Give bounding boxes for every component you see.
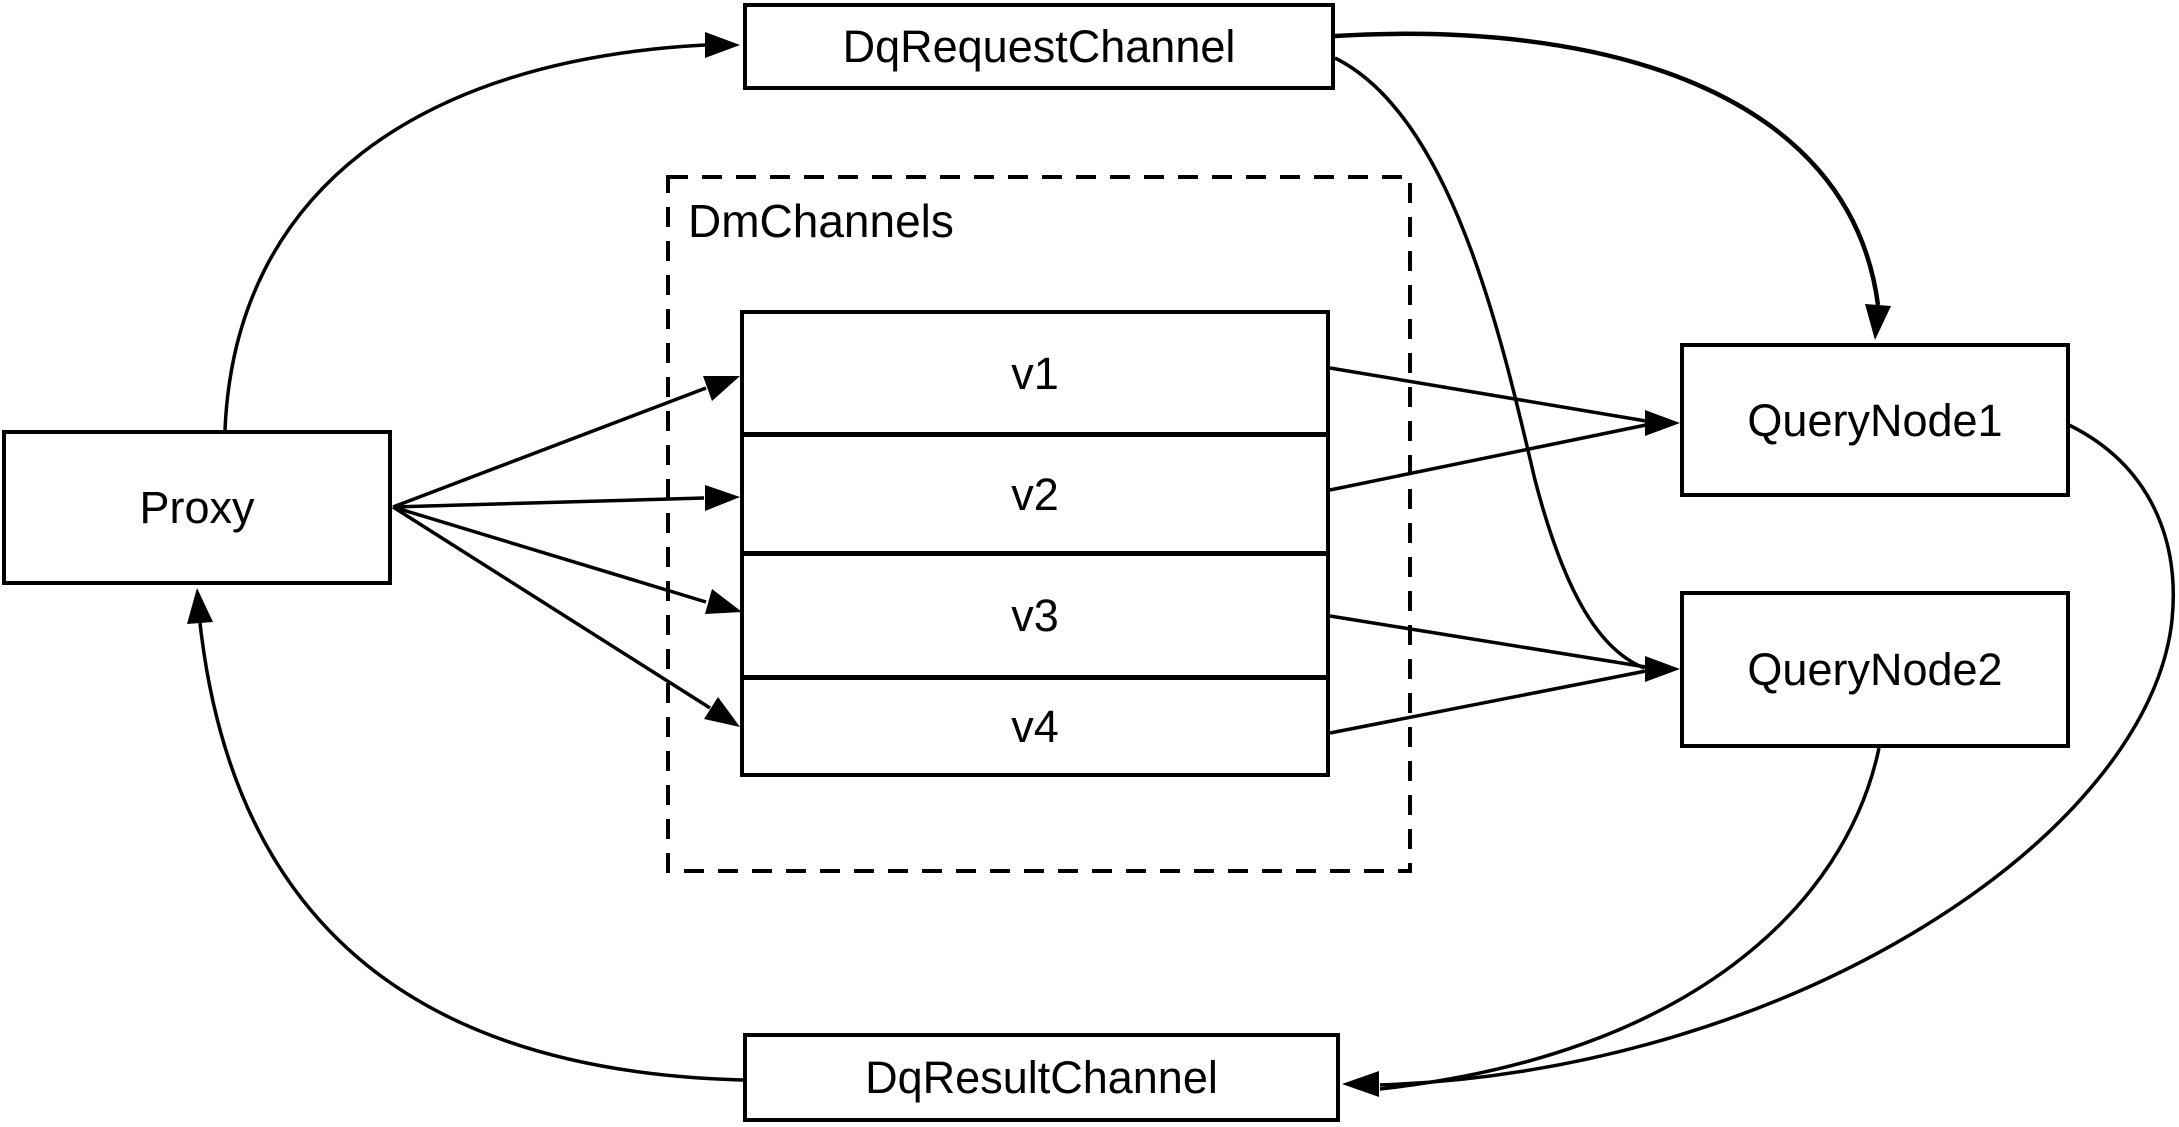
node-dq-result-channel-label: DqResultChannel (865, 1052, 1218, 1103)
edge-proxy-to-v3 (392, 505, 707, 604)
edge-v3-to-querynode2 (1329, 614, 1647, 669)
node-proxy: Proxy (2, 430, 392, 585)
arrowhead-proxy-bottom (187, 588, 213, 624)
arrowhead-querynode2-left (1645, 656, 1680, 682)
edge-proxy-to-dqrequestchannel (223, 43, 706, 431)
node-dq-request-channel: DqRequestChannel (743, 3, 1335, 90)
node-dq-result-channel: DqResultChannel (743, 1033, 1340, 1122)
edge-proxy-to-v2 (392, 496, 705, 509)
dm-channels-group-label: DmChannels (688, 195, 954, 247)
edge-dqrequestchannel-to-querynode1 (1334, 31, 1881, 306)
node-query-node-1: QueryNode1 (1680, 343, 2070, 497)
channel-row-v3: v3 (744, 551, 1326, 675)
arrowhead-v2 (705, 485, 740, 511)
arrowhead-v3 (705, 589, 742, 614)
arrowhead-v4 (704, 697, 740, 727)
arrowhead-querynode1-left (1645, 410, 1680, 436)
arrowhead-querynode1-top (1865, 304, 1891, 340)
channel-row-v2: v2 (744, 432, 1326, 551)
channel-row-v4: v4 (744, 675, 1326, 773)
arrowhead-dqresultchannel-right (1342, 1071, 1379, 1097)
edge-querynode2-to-dqresultchannel (1379, 747, 1881, 1091)
channel-row-v3-label: v3 (1011, 590, 1059, 641)
node-query-node-1-label: QueryNode1 (1747, 394, 2003, 446)
channel-row-v2-label: v2 (1011, 468, 1059, 520)
arrowhead-v1 (703, 376, 740, 401)
arrowhead-dqrequestchannel-left (705, 32, 740, 58)
edge-v2-to-querynode1 (1329, 423, 1647, 492)
dm-channels-stack: v1 v2 v3 v4 (740, 310, 1330, 777)
node-query-node-2-label: QueryNode2 (1747, 644, 2003, 695)
node-proxy-label: Proxy (139, 482, 255, 533)
edge-querynode1-to-dqresultchannel (1379, 423, 2175, 1087)
channel-row-v1: v1 (744, 314, 1326, 432)
edge-proxy-to-v1 (392, 386, 707, 509)
edge-dqresultchannel-to-proxy (198, 622, 744, 1082)
channel-row-v4-label: v4 (1011, 701, 1059, 752)
edge-v4-to-querynode2 (1329, 669, 1647, 735)
edge-proxy-to-v4 (392, 505, 711, 710)
channel-row-v1-label: v1 (1011, 347, 1059, 399)
edge-dqrequestchannel-to-querynode2 (1334, 56, 1645, 670)
node-query-node-2: QueryNode2 (1680, 591, 2070, 748)
node-dq-request-channel-label: DqRequestChannel (842, 21, 1236, 72)
edge-v1-to-querynode1 (1329, 366, 1647, 423)
